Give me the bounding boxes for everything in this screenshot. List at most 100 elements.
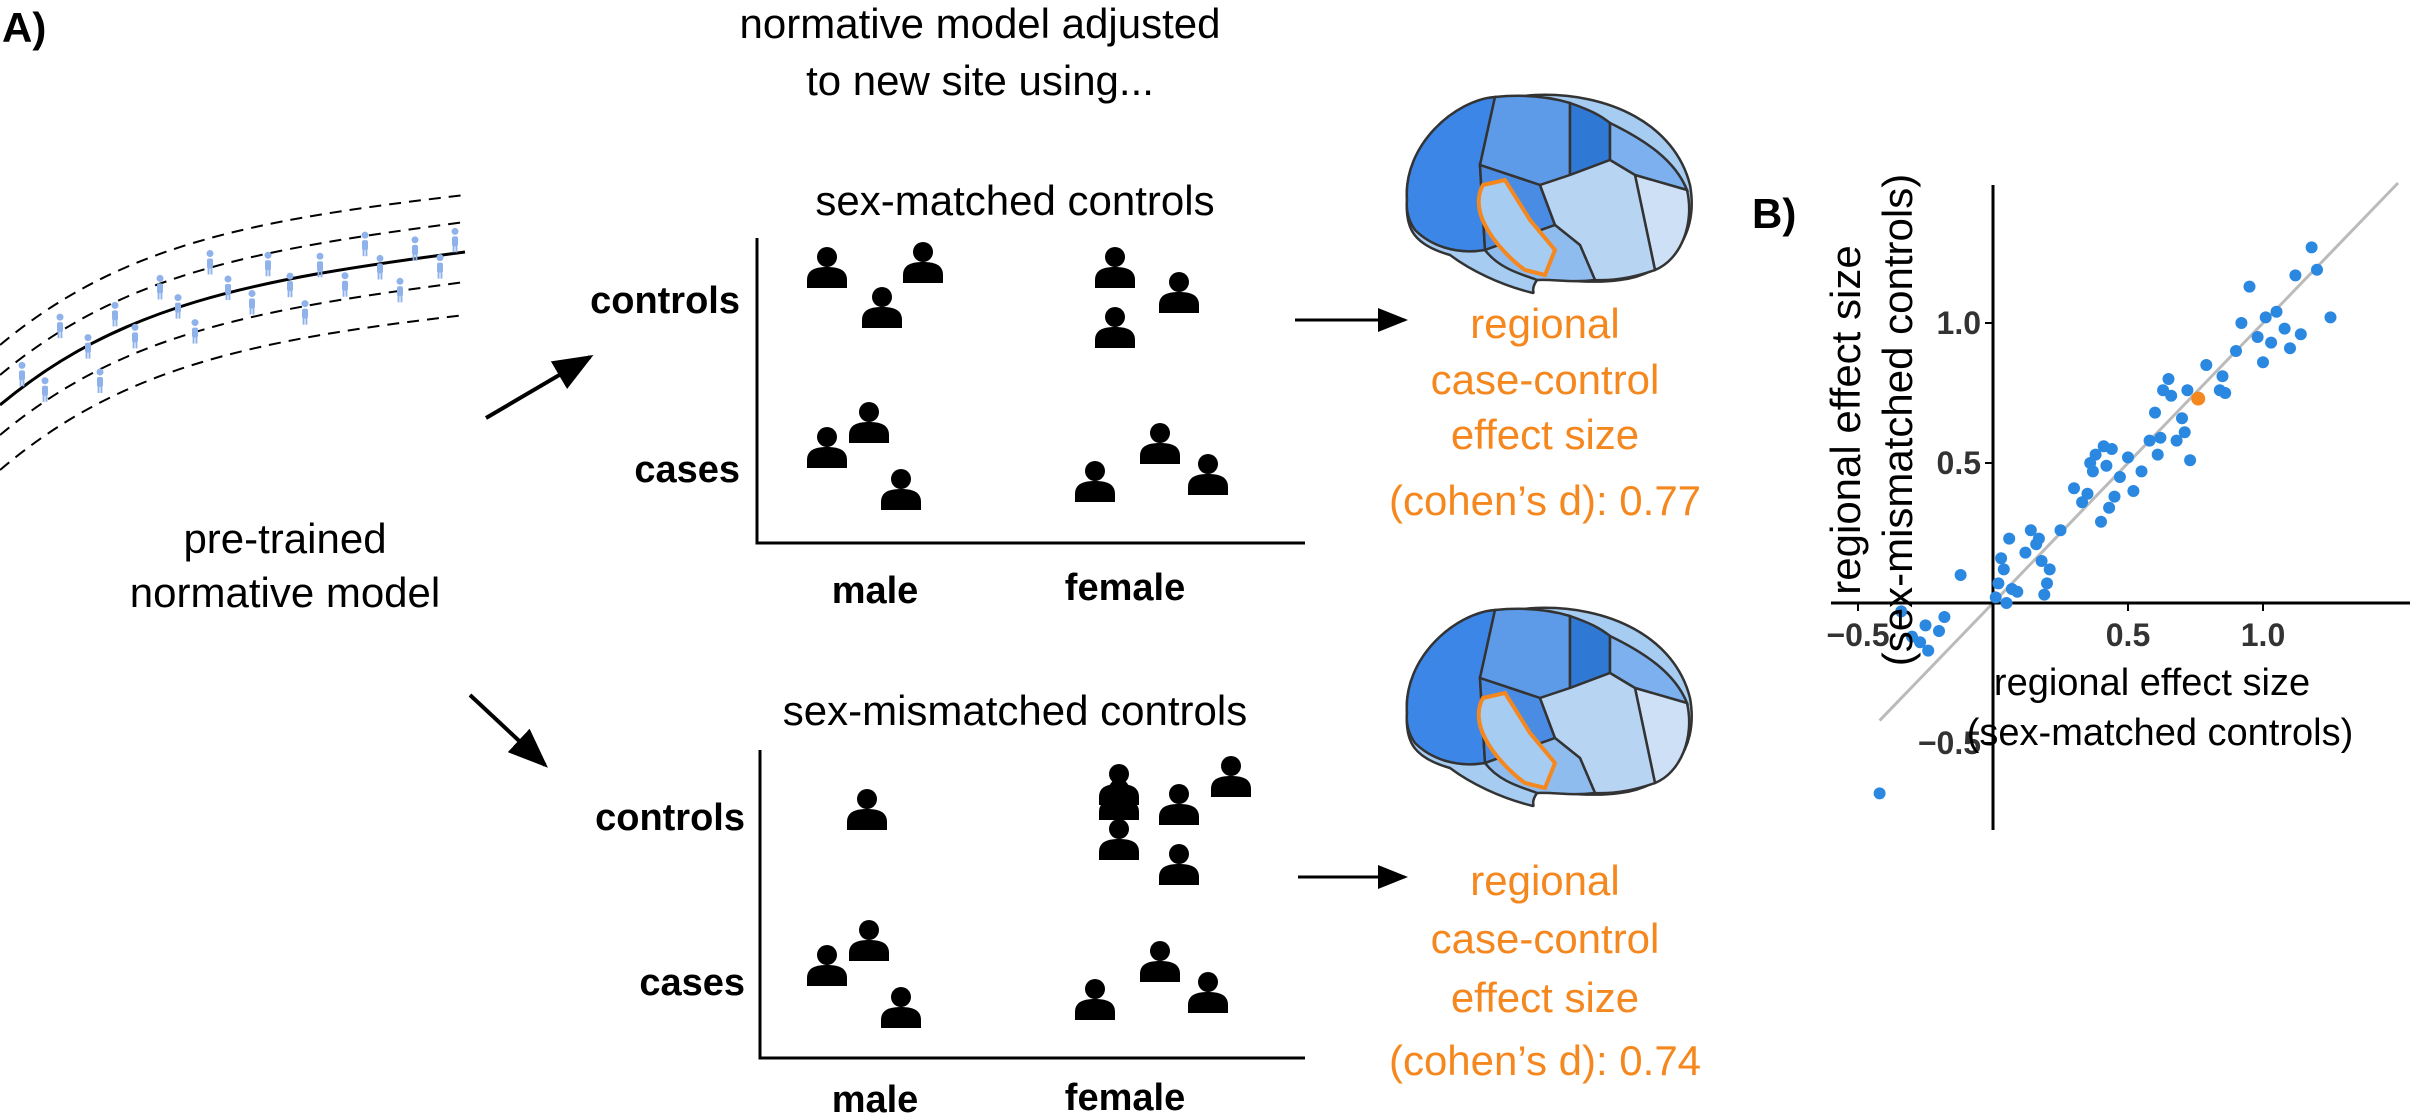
scatter-point [2032, 532, 2045, 545]
person-icon [1095, 247, 1135, 288]
scatter-point [2324, 311, 2337, 324]
model-label-line-1: pre-trained [183, 515, 386, 562]
person-icon [1188, 972, 1228, 1013]
scatter-point [1922, 644, 1935, 657]
person-icon [1140, 941, 1180, 982]
mismatched-row-controls: controls [595, 797, 745, 839]
scatter-points [1873, 241, 2337, 800]
scatter-point [2278, 322, 2291, 335]
matched-result-text: regional case-control effect size (cohen… [1389, 300, 1701, 524]
mini-person-icon [286, 272, 294, 298]
scatter-point [2162, 373, 2175, 385]
scatter-point [2251, 331, 2264, 343]
scatter-point [2259, 311, 2272, 324]
person-icon [862, 287, 902, 328]
person-icon [1159, 784, 1199, 825]
matched-result-line-1: regional [1470, 300, 1619, 347]
scatter-point [2003, 532, 2016, 545]
mini-person-icon [436, 254, 444, 279]
arrow-to-mismatched [468, 693, 548, 768]
person-icon [807, 427, 847, 468]
scatter-point [2143, 434, 2156, 447]
scatter-point [2170, 434, 2183, 447]
heading-line-2: to new site using... [806, 57, 1154, 104]
mini-person-icon [376, 254, 384, 280]
mismatched-axes [758, 750, 1305, 1060]
scatter-point [2054, 524, 2067, 537]
y-tick-label: 0.5 [1937, 445, 1981, 481]
scatter-point [1914, 636, 1927, 649]
scatter-x-label: regional effect size (sex-matched contro… [1967, 662, 2353, 754]
matched-result-line-2: case-control [1431, 356, 1660, 403]
xlabel-line-2: (sex-matched controls) [1967, 712, 2353, 754]
scatter-point [2149, 406, 2161, 419]
person-icon [807, 247, 847, 288]
matched-people [807, 242, 1228, 510]
mismatched-result-line-1: regional [1470, 857, 1619, 904]
scatter-point [1933, 625, 1945, 637]
person-icon [1188, 454, 1228, 495]
scenario-matched-title: sex-matched controls [815, 177, 1214, 224]
scatter-point [2284, 342, 2296, 355]
scatter-point [2113, 471, 2126, 483]
xlabel-line-1: regional effect size [1994, 662, 2310, 704]
mismatched-col-male: male [832, 1079, 919, 1117]
panel-b-label: B) [1752, 190, 1796, 237]
scatter-point [2165, 389, 2178, 402]
centile-curve-upper-2 [0, 194, 466, 346]
scatter-point [1997, 563, 2010, 576]
mini-person-icon [341, 272, 349, 297]
centile-curve-upper-1 [0, 221, 466, 376]
mini-person-icon [174, 294, 182, 319]
person-icon [1075, 461, 1115, 502]
matched-row-controls: controls [590, 280, 740, 322]
highlighted-region [1476, 690, 1558, 791]
scatter-point [1919, 619, 1932, 632]
person-icon [847, 789, 887, 830]
scatter-point [2184, 454, 2197, 467]
person-icon [903, 242, 943, 283]
mini-person-icon [361, 231, 369, 257]
centile-curve-lower-1 [0, 281, 466, 436]
scenario-mismatched: sex-mismatched controls controls cases m… [595, 687, 1305, 1117]
matched-result-line-3: effect size [1451, 411, 1639, 458]
matched-row-cases: cases [634, 449, 740, 491]
model-label-line-2: normative model [130, 569, 440, 616]
scatter-point [2081, 487, 2094, 500]
person-icon [1159, 272, 1199, 313]
mini-person-icon [224, 275, 232, 300]
scatter-point [2289, 269, 2302, 282]
arrow-to-matched [484, 354, 594, 420]
mini-person-icon [156, 274, 164, 300]
matched-result-line-4: (cohen’s d): 0.77 [1389, 477, 1701, 524]
mini-person-icon [56, 313, 64, 339]
scatter-point [2068, 482, 2080, 495]
scatter-point [2311, 263, 2323, 276]
person-icon [807, 945, 847, 986]
person-icon [881, 469, 921, 510]
scatter-point [2305, 241, 2318, 254]
mini-person-icon [131, 323, 139, 349]
mismatched-result-text: regional case-control effect size (cohen… [1389, 857, 1701, 1084]
person-icon [1211, 756, 1251, 797]
scatter-point [2043, 563, 2056, 576]
scatter-point [2216, 370, 2229, 383]
heading-line-1: normative model adjusted [740, 0, 1221, 47]
mini-person-icon [301, 300, 309, 325]
normative-model-curves [0, 194, 466, 471]
scatter-point [2294, 328, 2307, 341]
mini-person-icon [111, 301, 119, 327]
mini-person-icon [264, 251, 272, 277]
mismatched-result-line-2: case-control [1431, 915, 1660, 962]
highlighted-region [1476, 177, 1558, 278]
ylabel-line-2: (sex-mismatched controls) [1874, 174, 1921, 666]
scatter-point [2019, 546, 2032, 559]
scatter-point [2105, 443, 2118, 455]
scatter-point [2089, 448, 2102, 461]
mini-person-icon [191, 319, 199, 344]
scatter-point [2122, 451, 2134, 464]
person-icon [849, 402, 889, 443]
person-icon [1159, 844, 1199, 885]
